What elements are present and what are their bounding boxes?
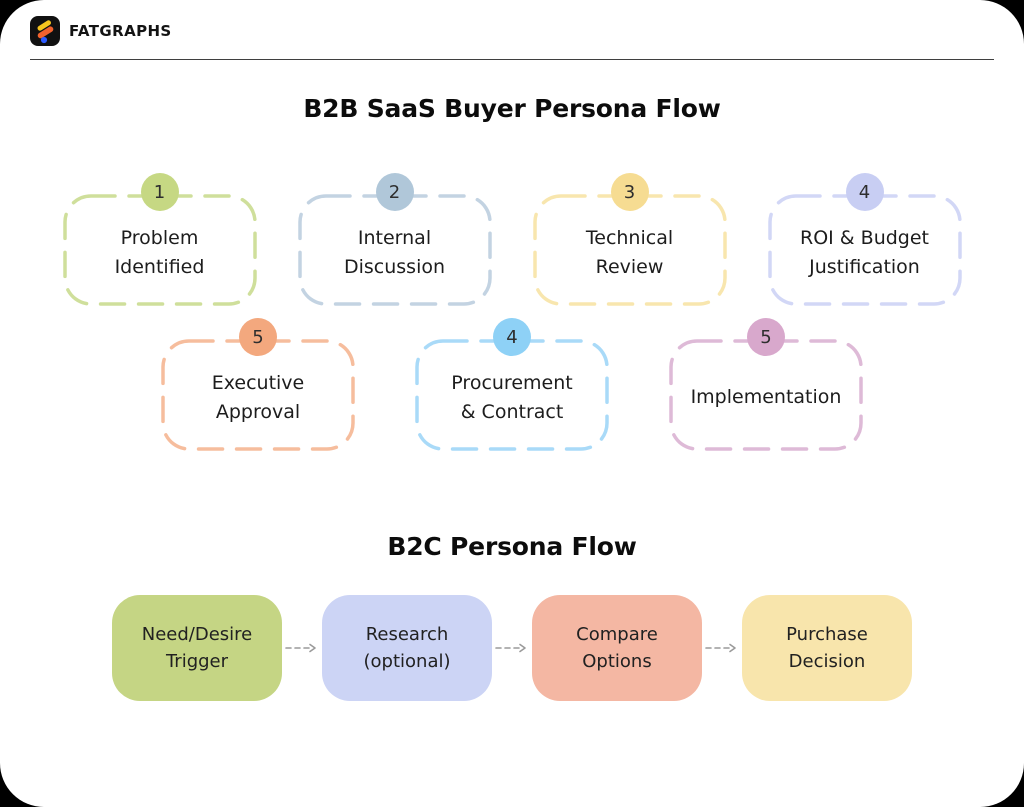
step-label: ROI & Budget Justification — [800, 226, 929, 278]
step-number-badge: 5 — [747, 318, 785, 356]
dashed-arrow-icon — [495, 643, 526, 653]
b2c-step-research-optional: Research (optional) — [322, 595, 492, 701]
b2c-section-title: B2C Persona Flow — [387, 532, 637, 561]
dashed-arrow-icon — [705, 643, 736, 653]
dashed-arrow-icon — [285, 643, 316, 653]
dashed-border — [767, 194, 962, 306]
b2b-step-roi-budget-justification: 4 ROI & Budget Justification — [767, 173, 962, 306]
dashed-border — [161, 339, 355, 451]
b2b-step-internal-discussion: 2 Internal Discussion — [297, 173, 492, 306]
b2b-row-2: 5 Executive Approval 4 Procurement & Con… — [0, 318, 1024, 451]
step-number-badge: 2 — [375, 173, 414, 211]
step-number-badge: 4 — [845, 173, 884, 211]
step-number-badge: 5 — [239, 318, 277, 356]
step-label: Technical Review — [585, 226, 674, 278]
dashed-border — [62, 194, 257, 306]
b2b-step-implementation: 5 Implementation — [669, 318, 863, 451]
step-number-badge: 4 — [493, 318, 531, 356]
step-label: Implementation — [690, 386, 842, 409]
header-divider — [30, 59, 994, 60]
step-label: Procurement & Contract — [451, 371, 573, 423]
step-label: Internal Discussion — [343, 226, 446, 278]
b2b-section-title: B2B SaaS Buyer Persona Flow — [303, 94, 721, 123]
b2b-step-technical-review: 3 Technical Review — [532, 173, 727, 306]
step-label: Executive Approval — [211, 371, 305, 423]
dashed-border — [297, 194, 492, 306]
b2b-step-procurement-contract: 4 Procurement & Contract — [415, 318, 609, 451]
b2b-step-executive-approval: 5 Executive Approval — [161, 318, 355, 451]
step-number-badge: 3 — [610, 173, 649, 211]
step-label: Problem Identified — [114, 226, 205, 278]
header: FATGRAPHS — [0, 0, 1024, 46]
b2b-step-problem-identified: 1 Problem Identified — [62, 173, 257, 306]
fatgraphs-logo-icon — [30, 16, 60, 46]
dashed-border — [532, 194, 727, 306]
dashed-border — [669, 339, 863, 451]
brand-logo: FATGRAPHS — [30, 16, 172, 46]
dashed-border — [415, 339, 609, 451]
b2c-flow: Need/Desire Trigger Research (optional) … — [0, 595, 1024, 701]
brand-name: FATGRAPHS — [69, 22, 172, 40]
b2c-step-purchase-decision: Purchase Decision — [742, 595, 912, 701]
b2c-step-need-desire-trigger: Need/Desire Trigger — [112, 595, 282, 701]
b2b-flow: 1 Problem Identified 2 Internal Discussi… — [0, 173, 1024, 451]
step-number-badge: 1 — [140, 173, 179, 211]
b2b-row-1: 1 Problem Identified 2 Internal Discussi… — [0, 173, 1024, 306]
b2c-step-compare-options: Compare Options — [532, 595, 702, 701]
